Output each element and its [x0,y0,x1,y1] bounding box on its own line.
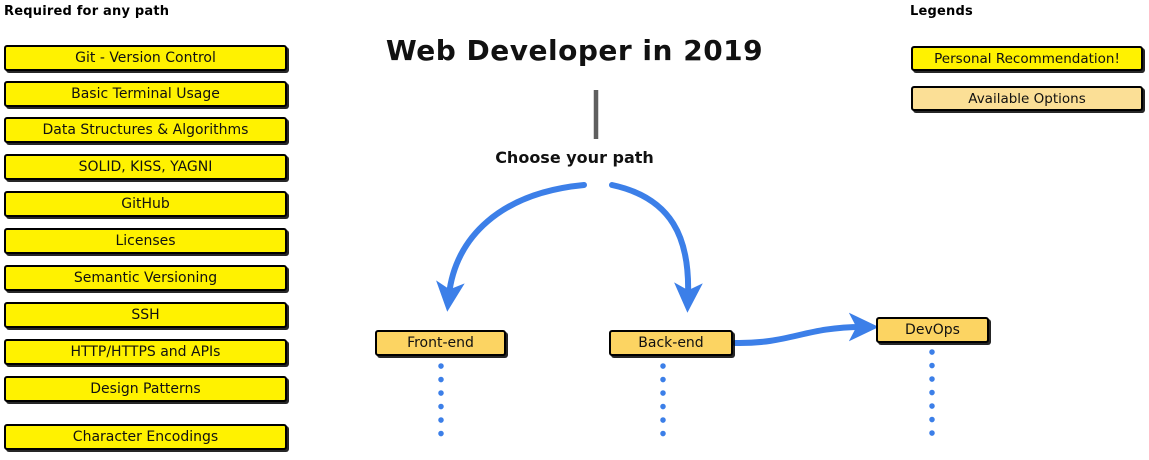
required-item-solid-kiss-yagni[interactable]: SOLID, KISS, YAGNI [4,154,287,180]
required-item-label: Character Encodings [72,429,219,445]
required-item-http-https-and-apis[interactable]: HTTP/HTTPS and APIs [4,339,287,365]
required-item-character-encodings[interactable]: Character Encodings [4,424,287,450]
branch-arrow-back-end [609,182,703,313]
branch-arrow-devops [732,312,879,347]
branch-arrow-front-end [436,182,587,312]
choose-your-path-label: Choose your path [0,148,1149,167]
required-item-licenses[interactable]: Licenses [4,228,287,254]
required-item-label: Data Structures & Algorithms [42,122,249,138]
required-item-label: HTTP/HTTPS and APIs [70,344,221,360]
required-item-data-structures-algorithms[interactable]: Data Structures & Algorithms [4,117,287,143]
path-box-label: Back-end [638,335,704,351]
path-box-devops[interactable]: DevOps [876,317,989,343]
required-item-semantic-versioning[interactable]: Semantic Versioning [4,265,287,291]
required-item-label: Licenses [115,233,176,249]
required-item-label: Semantic Versioning [73,270,218,286]
required-item-label: Design Patterns [90,381,201,397]
legend-item-personal-recommendation: Personal Recommendation! [911,46,1143,71]
required-item-label: GitHub [121,196,170,212]
path-box-back-end[interactable]: Back-end [609,330,733,356]
required-item-design-patterns[interactable]: Design Patterns [4,376,287,402]
required-section-heading: Required for any path [4,4,170,19]
legend-item-label: Personal Recommendation! [934,50,1120,67]
required-item-label: SOLID, KISS, YAGNI [78,159,213,175]
required-item-git-version-control[interactable]: Git - Version Control [4,45,287,71]
legend-item-available-options: Available Options [911,86,1143,111]
required-item-label: Basic Terminal Usage [71,86,220,102]
page-title-text: Web Developer in 2019 [385,34,764,67]
required-item-label: Git - Version Control [75,50,216,66]
path-box-label: Front-end [407,335,474,351]
path-box-label: DevOps [905,322,960,338]
required-item-basic-terminal-usage[interactable]: Basic Terminal Usage [4,81,287,107]
page-title: Web Developer in 2019 [0,34,1149,67]
legends-section-heading: Legends [910,4,973,19]
path-box-front-end[interactable]: Front-end [375,330,506,356]
required-item-ssh[interactable]: SSH [4,302,287,328]
required-item-github[interactable]: GitHub [4,191,287,217]
required-item-label: SSH [131,307,160,323]
legend-item-label: Available Options [968,90,1086,107]
choose-your-path-text: Choose your path [495,148,654,167]
